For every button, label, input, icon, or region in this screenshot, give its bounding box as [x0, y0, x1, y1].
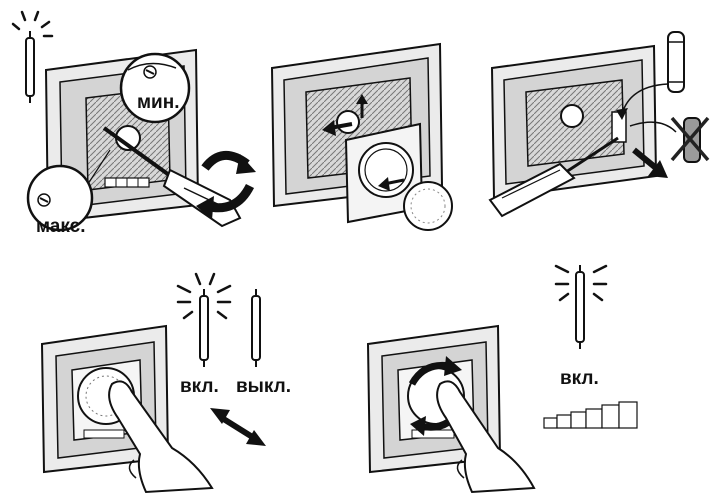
- step-2-assembly: [272, 44, 452, 230]
- glow-rays-icon: [13, 12, 52, 36]
- step-1-adjust-min-max: мин. макс.: [13, 12, 256, 237]
- step-3-fuse-replacement: [490, 32, 708, 216]
- step-4-push-on-off: вкл. выкл.: [42, 274, 291, 492]
- lamp-off-icon: [252, 289, 260, 367]
- step-5-rotate-dim: вкл.: [368, 265, 637, 492]
- fuse-icon: [668, 32, 684, 92]
- on-label: вкл.: [180, 376, 219, 397]
- on-label: вкл.: [560, 368, 599, 389]
- off-label: выкл.: [236, 376, 291, 397]
- lamp-icon: [26, 31, 34, 103]
- min-label: мин.: [137, 92, 180, 113]
- crossed-fuse-icon: [672, 118, 708, 162]
- double-arrow-icon: [210, 408, 266, 446]
- max-label: макс.: [36, 216, 85, 237]
- lamp-icon: [576, 265, 584, 349]
- brightness-steps-icon: [544, 402, 637, 428]
- lamp-icon: [200, 289, 208, 367]
- dimmer-knob: [404, 182, 452, 230]
- min-magnifier: мин.: [121, 54, 189, 122]
